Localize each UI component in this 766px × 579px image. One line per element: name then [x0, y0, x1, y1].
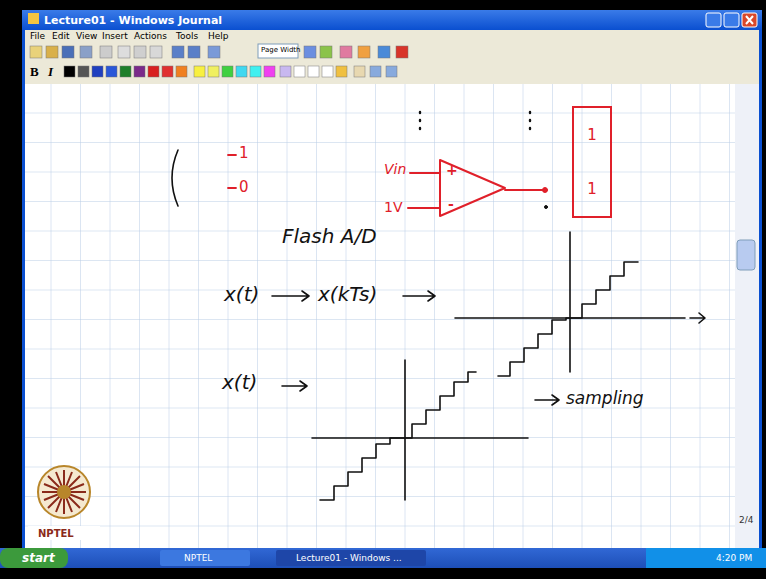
start-button: start	[22, 552, 55, 564]
menu-item: File	[30, 32, 45, 41]
italic-button: I	[48, 65, 53, 78]
signal-label: x(t)	[222, 372, 257, 392]
menu-item: Insert	[102, 32, 128, 41]
taskbar-item: Lecture01 - Windows ...	[296, 554, 402, 563]
menu-item: Actions	[134, 32, 167, 41]
page-number: 2/4	[739, 516, 753, 525]
bit-value: 1	[587, 182, 597, 197]
bold-button: B	[30, 65, 39, 78]
signal-label: x(kTs)	[318, 284, 377, 304]
level-value: 0	[239, 180, 249, 195]
window-title: Lecture01 - Windows Journal	[44, 15, 222, 26]
minus-sign: -	[448, 197, 454, 211]
output-register-box: 11	[572, 106, 612, 218]
note-text: sampling	[566, 390, 644, 407]
level-value: 1	[239, 146, 249, 161]
signal-label: x(t)	[224, 284, 259, 304]
heading-note: Flash A/D	[282, 226, 377, 246]
logo-text: NPTEL	[38, 529, 74, 539]
menu-item: Tools	[176, 32, 198, 41]
bit-value: 1	[587, 128, 597, 143]
menu-item: View	[76, 32, 97, 41]
menu-item: Help	[208, 32, 229, 41]
reference-label: 1V	[384, 200, 402, 214]
menu-item: Edit	[52, 32, 69, 41]
zoom-box: Page Width	[261, 47, 301, 54]
input-label: Vin	[384, 162, 406, 176]
plus-sign: +	[446, 163, 458, 177]
taskbar-item: NPTEL	[184, 554, 212, 563]
clock: 4:20 PM	[716, 554, 752, 563]
